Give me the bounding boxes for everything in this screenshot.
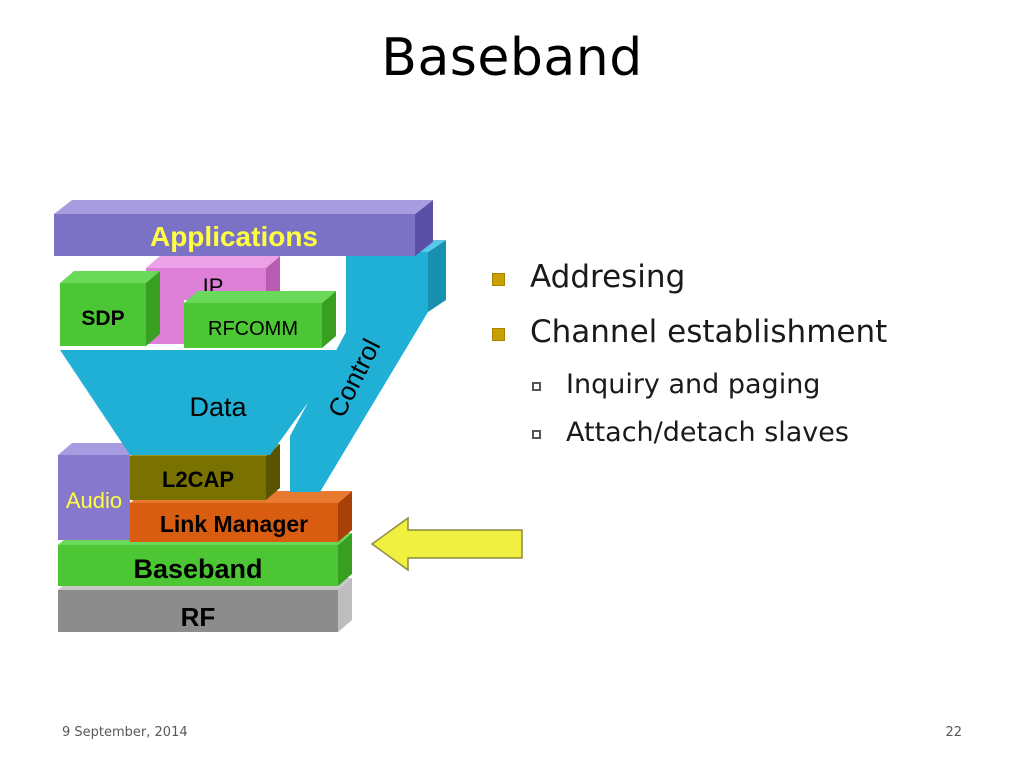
applications-label: Applications — [150, 221, 318, 252]
rfcomm-layer: RFCOMM — [184, 291, 336, 348]
page-number: 22 — [945, 725, 962, 740]
sdp-layer: SDP — [60, 271, 160, 346]
audio-layer: Audio — [58, 443, 144, 540]
hollow-square-bullet-icon — [532, 382, 541, 391]
audio-label: Audio — [66, 488, 122, 513]
slide-title: Baseband — [381, 28, 643, 88]
bullet-text: Channel establishment — [530, 314, 888, 350]
square-bullet-icon — [492, 273, 505, 286]
rf-layer: RF — [58, 578, 352, 632]
baseband-label: Baseband — [133, 554, 262, 584]
bullet-item-addressing: Addresing — [492, 258, 1012, 296]
yellow-left-arrow-icon — [370, 516, 523, 572]
data-label: Data — [189, 392, 247, 422]
sub-bullet-text: Inquiry and paging — [566, 369, 821, 400]
bullet-list: Addresing Channel establishment Inquiry … — [492, 258, 1012, 464]
data-funnel: Data — [60, 350, 346, 455]
bullet-item-channel-establishment: Channel establishment — [492, 313, 1012, 351]
sdp-label: SDP — [81, 307, 124, 330]
rf-label: RF — [181, 602, 216, 632]
bullet-text: Addresing — [530, 259, 686, 295]
hollow-square-bullet-icon — [532, 430, 541, 439]
footer-date: 9 September, 2014 — [62, 725, 188, 740]
rfcomm-label: RFCOMM — [208, 318, 298, 340]
sub-bullet-item-attach: Attach/detach slaves — [492, 416, 1012, 450]
square-bullet-icon — [492, 328, 505, 341]
sub-bullet-item-inquiry: Inquiry and paging — [492, 368, 1012, 402]
link-manager-label: Link Manager — [160, 511, 308, 537]
sub-bullet-text: Attach/detach slaves — [566, 417, 849, 448]
l2cap-label: L2CAP — [162, 467, 234, 492]
applications-layer: Applications — [54, 200, 433, 256]
